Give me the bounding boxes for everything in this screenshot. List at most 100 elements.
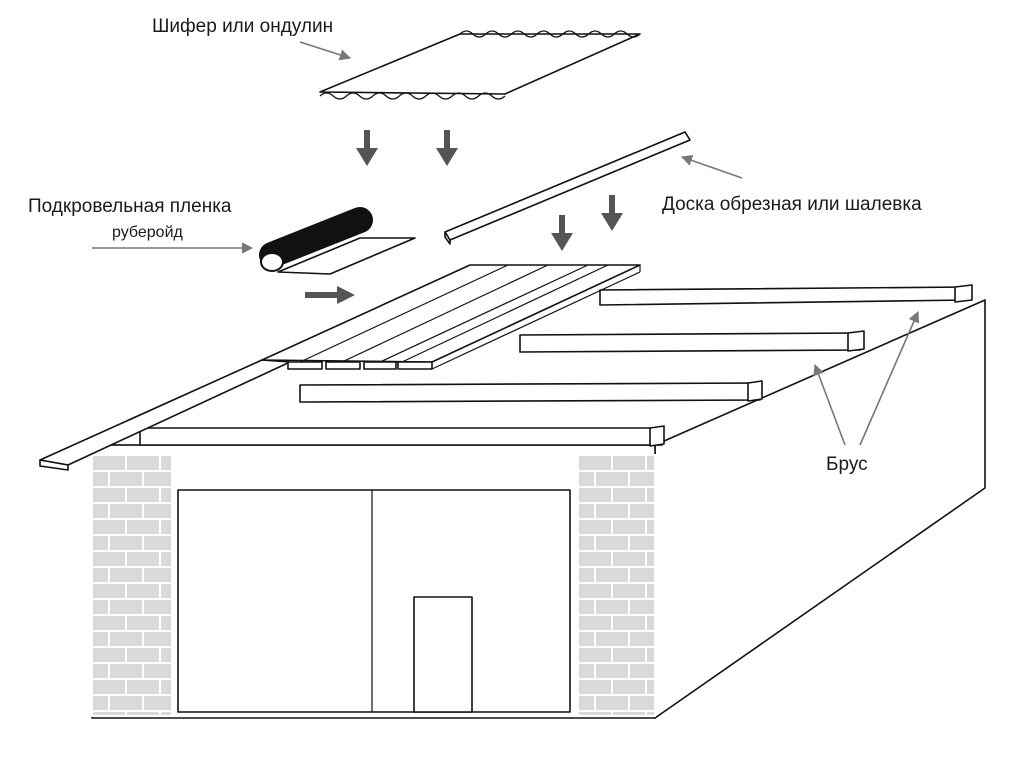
brick [577, 582, 613, 600]
brick [611, 550, 647, 568]
brick [108, 598, 144, 616]
brick [628, 534, 656, 552]
brick [611, 614, 647, 632]
brick [91, 662, 110, 680]
brick [577, 566, 596, 584]
wicket-door [413, 596, 473, 713]
brick [159, 614, 173, 632]
brick [645, 518, 656, 536]
down-arrow-shaft [609, 195, 615, 215]
brick [577, 662, 596, 680]
brick [577, 486, 613, 504]
brick [645, 550, 656, 568]
brick [142, 470, 173, 488]
brick [645, 646, 656, 664]
brick [594, 662, 630, 680]
membrane-roll [259, 207, 416, 275]
brick [577, 646, 613, 664]
brick [91, 678, 127, 696]
brick [108, 566, 144, 584]
brick [125, 550, 161, 568]
brick [108, 694, 144, 712]
beam-front [139, 427, 663, 446]
brick [91, 550, 127, 568]
brick [611, 710, 647, 717]
garage-building [91, 299, 986, 719]
brick [159, 582, 173, 600]
brick [594, 502, 630, 520]
brick [594, 630, 630, 648]
brick [577, 518, 613, 536]
brick [611, 678, 647, 696]
brick [142, 662, 173, 680]
down-arrow-shaft [364, 130, 370, 150]
brick [108, 662, 144, 680]
brick [91, 710, 127, 717]
brick [645, 710, 656, 717]
down-arrow-head [356, 148, 378, 166]
brick [108, 470, 144, 488]
down-arrow-head [601, 213, 623, 231]
brick [577, 598, 596, 616]
brick [125, 646, 161, 664]
brick [142, 598, 173, 616]
roof-boards [39, 131, 691, 471]
brick [159, 678, 173, 696]
brick [577, 470, 596, 488]
brick [159, 550, 173, 568]
brick [577, 614, 613, 632]
corrugated-sheet [319, 30, 641, 100]
beam-back [599, 286, 969, 306]
brick [125, 486, 161, 504]
brick [91, 534, 110, 552]
brick [611, 454, 647, 472]
floating-board [444, 131, 691, 241]
brick [594, 470, 630, 488]
brick [577, 550, 613, 568]
brick [577, 502, 596, 520]
roof-beams [139, 284, 973, 447]
brick [577, 630, 596, 648]
brick [628, 662, 656, 680]
brick [159, 710, 173, 717]
brick [91, 454, 127, 472]
label-board: Доска обрезная или шалевка [662, 194, 922, 215]
brick [645, 678, 656, 696]
brick [125, 518, 161, 536]
brick [645, 614, 656, 632]
brick [125, 678, 161, 696]
brick [142, 694, 173, 712]
right-brick-pillar [577, 454, 656, 717]
brick [611, 486, 647, 504]
garage-gate [177, 489, 571, 713]
brick [91, 582, 127, 600]
brick [577, 534, 596, 552]
brick [91, 470, 110, 488]
brick [108, 630, 144, 648]
brick [594, 566, 630, 584]
brick [577, 454, 613, 472]
brick [108, 534, 144, 552]
brick [594, 534, 630, 552]
brick [91, 566, 110, 584]
brick [91, 518, 127, 536]
brick [159, 518, 173, 536]
label-pointers [92, 41, 920, 446]
beam-middle [299, 382, 761, 403]
beam-middle-back [519, 332, 861, 353]
brick [91, 486, 127, 504]
down-arrow-shaft [559, 215, 565, 235]
brick [159, 486, 173, 504]
brick [577, 678, 613, 696]
brick [125, 454, 161, 472]
brick [611, 518, 647, 536]
brick [628, 598, 656, 616]
right-arrow [305, 286, 355, 304]
brick [91, 598, 110, 616]
brick [159, 454, 173, 472]
label-membrane: Подкровельная пленка [28, 196, 232, 217]
brick [91, 646, 127, 664]
brick [142, 566, 173, 584]
brick [91, 614, 127, 632]
